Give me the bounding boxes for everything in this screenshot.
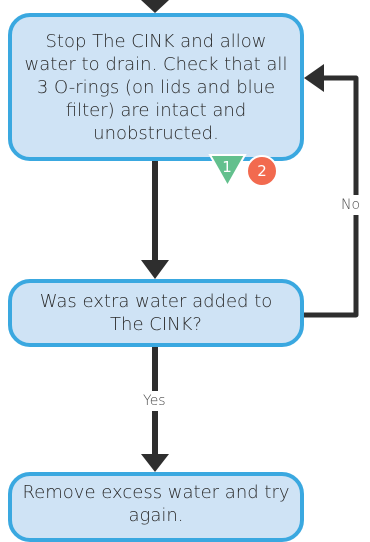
arrow-yes-head	[141, 454, 169, 472]
green-triangle-badge	[208, 154, 247, 189]
red-circle-badge	[246, 155, 278, 187]
step-stop-cink: Stop The CINK and allow water to drain. …	[8, 13, 304, 161]
arrow-incoming-head	[141, 0, 169, 13]
red-badge-number: 2	[257, 162, 267, 180]
edge-label-yes: Yes	[142, 391, 167, 411]
decision-extra-water: Was extra water added to The CINK?	[8, 279, 304, 347]
decision-extra-water-text: Was extra water added to The CINK?	[39, 291, 273, 335]
edge-label-no: No	[341, 195, 361, 215]
arrow-stop-to-check-head	[141, 260, 169, 279]
badge-layer	[208, 154, 278, 189]
step-stop-cink-text: Stop The CINK and allow water to drain. …	[24, 30, 288, 144]
arrow-no-loop-head	[304, 64, 324, 92]
step-remove-water-text: Remove excess water and try again.	[22, 482, 290, 526]
step-remove-water: Remove excess water and try again.	[8, 472, 304, 542]
green-badge-number: 1	[222, 158, 232, 176]
